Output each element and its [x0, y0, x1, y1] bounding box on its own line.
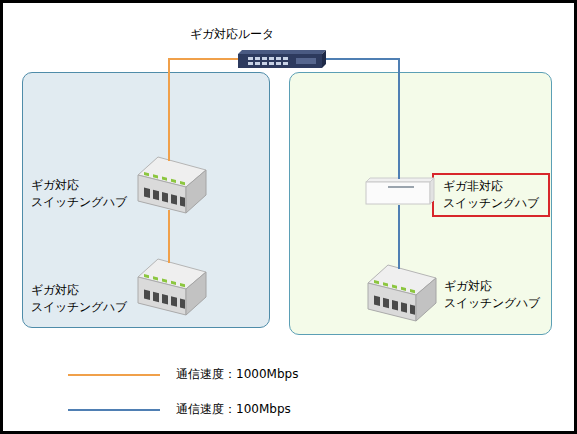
switching-hub: ギガ対応 スイッチングハブ: [137, 161, 201, 210]
device-label: ギガ対応ルータ: [190, 26, 310, 43]
legend-swatch: [68, 409, 160, 411]
device-label: ギガ対応 スイッチングハブ: [31, 177, 131, 211]
legend-text: 通信速度：1000Mbps: [176, 366, 298, 383]
router-illustration: [238, 50, 326, 68]
switching-hub: ギガ対応 スイッチングハブ: [367, 269, 431, 318]
network-segment: ギガ対応 スイッチングハブギガ対応 スイッチングハブ: [22, 72, 270, 328]
switching-hub: ギガ対応 スイッチングハブ: [137, 263, 201, 312]
non-gigabit-hub: ギガ非対応 スイッチングハブ: [367, 179, 431, 205]
device-label: ギガ対応 スイッチングハブ: [31, 282, 131, 316]
legend-swatch: [68, 374, 160, 376]
network-segment: ギガ非対応 スイッチングハブギガ対応 スイッチングハブ: [289, 72, 552, 335]
router-node: ギガ対応ルータ: [238, 50, 326, 68]
device-label: ギガ非対応 スイッチングハブ: [432, 173, 550, 217]
device-label: ギガ対応 スイッチングハブ: [444, 278, 544, 312]
legend-text: 通信速度：100Mbps: [176, 401, 291, 418]
